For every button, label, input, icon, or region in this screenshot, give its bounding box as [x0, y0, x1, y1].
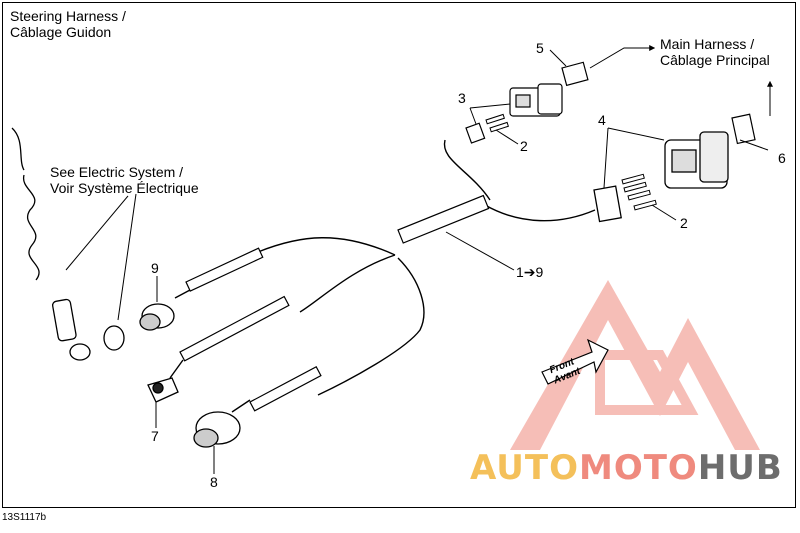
connector-4 — [593, 131, 729, 223]
front-arrow — [541, 338, 609, 385]
watermark-logo — [510, 280, 760, 450]
throttle-cable — [11, 127, 125, 361]
harness-sleeves — [179, 194, 490, 412]
leader-lines — [65, 45, 773, 474]
terminals-lower — [621, 173, 657, 211]
connector-6 — [731, 113, 756, 145]
callout-2-upper: 2 — [520, 138, 528, 154]
watermark-text: AUTOMOTOHUB — [470, 448, 783, 488]
callout-9: 9 — [151, 260, 159, 276]
sensor-7 — [147, 377, 179, 403]
figure-reference: 13S1117b — [2, 512, 47, 523]
terminals-upper — [485, 113, 509, 133]
connector-5 — [561, 61, 589, 87]
callout-4: 4 — [598, 112, 606, 128]
main-harness-label: Main Harness / Câblage Principal — [660, 36, 770, 68]
callout-7: 7 — [151, 428, 159, 444]
callout-5: 5 — [536, 40, 544, 56]
figure-frame — [2, 2, 796, 508]
callout-2-lower: 2 — [680, 215, 688, 231]
see-electric-note: See Electric System / Voir Système Élect… — [50, 164, 199, 196]
callout-3: 3 — [458, 90, 466, 106]
diagram-title: Steering Harness / Câblage Guidon — [10, 8, 126, 40]
switch-9 — [139, 303, 175, 331]
connector-3 — [465, 83, 563, 144]
callout-8: 8 — [210, 474, 218, 490]
callout-1-9: 1➔9 — [516, 264, 544, 280]
switch-8 — [193, 411, 241, 448]
callout-6: 6 — [778, 150, 786, 166]
harness-wires — [169, 139, 596, 413]
